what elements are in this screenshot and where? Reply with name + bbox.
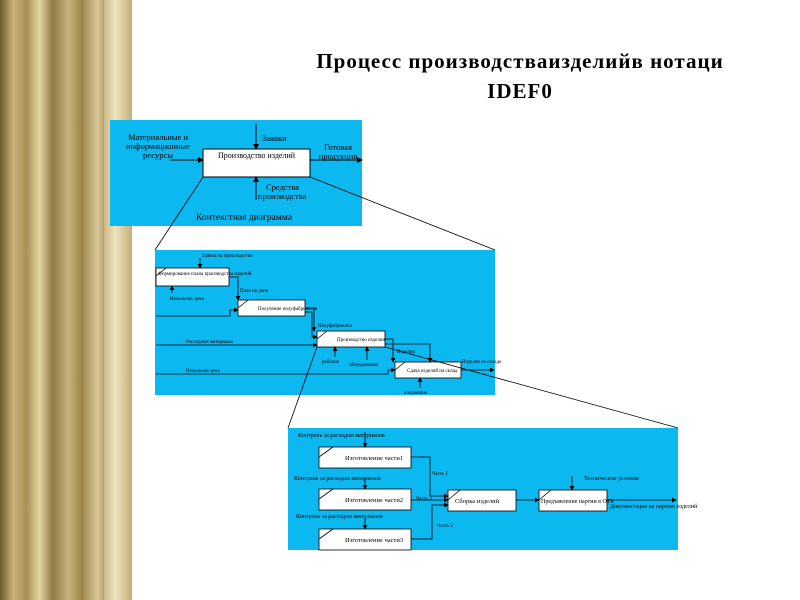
l1-plan-label: План на день xyxy=(240,289,269,294)
l1-equipment-label: оборудование xyxy=(349,363,379,368)
page-title-line2: IDEF0 xyxy=(487,79,553,103)
l1-box2-label: Получение полуфабрикатов xyxy=(258,307,318,312)
l1-chief2-label: Начальник цеха xyxy=(186,369,220,374)
l1-products2-label: Изделия на складе xyxy=(462,360,502,365)
l2-box4-label: Сборка изделий xyxy=(455,498,500,505)
zoom-line-right-1 xyxy=(309,176,496,251)
l1-box3-label: Производство изделия xyxy=(337,338,385,343)
context-box-text: Производство изделий xyxy=(217,151,296,160)
l1-top-input-label: Заявки на производство xyxy=(202,254,253,259)
l2-box1-label: Изготовление части1 xyxy=(345,455,403,462)
context-mechanism-label: Средства производства xyxy=(258,183,307,201)
l2-part1-label: Часть 1 xyxy=(432,472,448,477)
l2-box3-label: Изготовление части3 xyxy=(345,537,403,544)
l2-box2-label: Изготовление части2 xyxy=(345,497,403,504)
context-output-label: Готовая продукция xyxy=(318,143,358,161)
l2-tech-label: Технические условия xyxy=(584,476,639,482)
l1-box4-label: Сдача изделий на склад xyxy=(407,369,458,374)
l2-part3-label: Часть 3 xyxy=(437,524,453,529)
l1-workers-label: рабочие xyxy=(322,360,340,365)
l2-ctrl3-label: Контроль за расходом материалов xyxy=(296,514,383,520)
decorative-side-bar-highlight xyxy=(104,0,132,600)
page-title-line1: Процесс производстваизделийв нотаци xyxy=(316,49,724,73)
context-caption: Контекстная диаграмма xyxy=(196,213,293,223)
l2-part2-label: Часть 2 xyxy=(416,497,432,502)
l2-ctrl2-label: Контроль за расходом материалов xyxy=(294,476,381,482)
l2-box5-label: Предъявление партии в ОТК xyxy=(541,499,615,505)
zoom-line-right-2 xyxy=(384,346,679,429)
l1-box1-label: Формирование плана производства изделий xyxy=(158,272,252,277)
l1-storekeeper-label: кладовщик xyxy=(404,391,428,396)
zoom-line-left-2 xyxy=(287,346,318,429)
l2-docs-label: Документация на партию изделий xyxy=(610,503,698,510)
l1-materials-label: Расходные материалы xyxy=(186,340,233,345)
context-input-label: Материальные и информационные ресурсы xyxy=(126,133,190,160)
l1-semi-label: Полуфабрикаты xyxy=(318,324,353,329)
level1-box1 xyxy=(155,267,230,287)
l2-ctrl1-label: Контроль за расходом материалов xyxy=(298,433,385,439)
zoom-line-left-1 xyxy=(154,176,204,251)
l1-chief-label: Начальник цеха xyxy=(170,297,204,302)
context-control-label: Заявки xyxy=(262,133,287,143)
